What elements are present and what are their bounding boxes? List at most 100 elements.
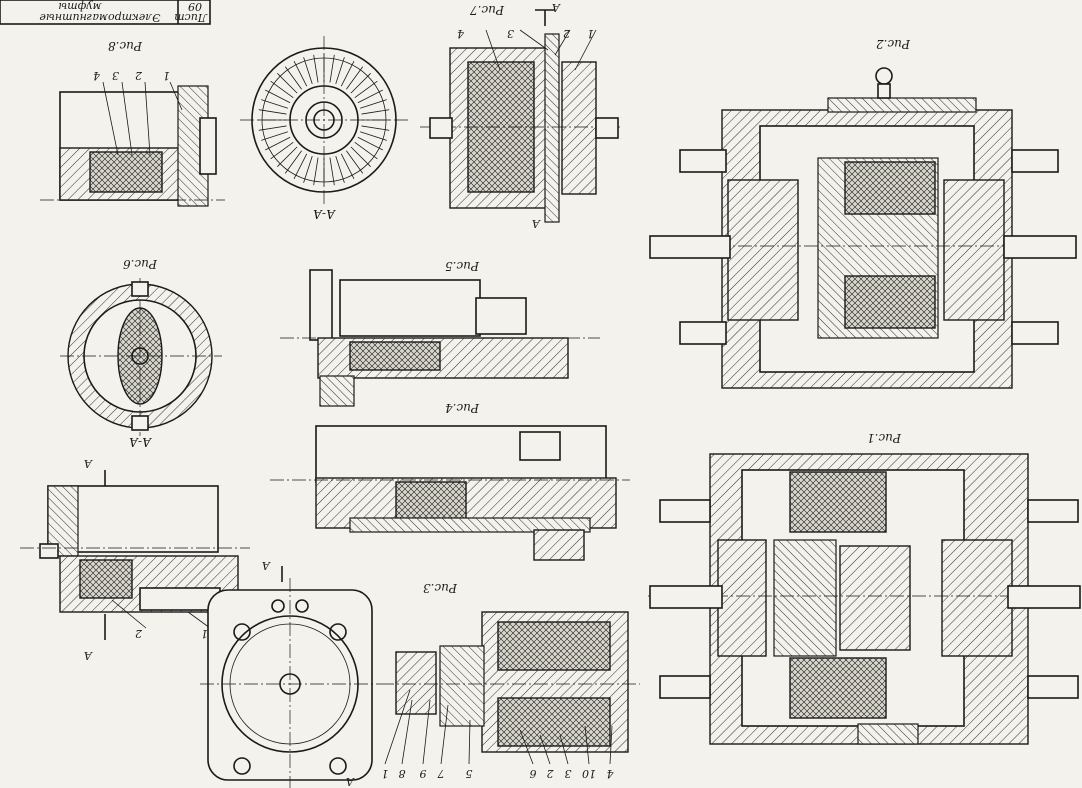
figure-3-caption: Рис.3 [423, 581, 458, 595]
title-line-2: муфты [58, 0, 102, 13]
sheet-label: Лист [174, 11, 208, 24]
disc-slot [303, 156, 313, 183]
figure-7-caption: Рис.7 [470, 3, 505, 17]
fig7-callout-4: 4 [457, 27, 465, 40]
fig6-section-label: А-А [129, 435, 152, 449]
disc-slot [340, 61, 355, 87]
disc-slot [284, 150, 302, 174]
figure-5-caption: Рис.5 [445, 259, 480, 273]
disc-slot [329, 157, 335, 186]
disc-slot [270, 142, 294, 160]
fig3-leader-line [422, 699, 431, 765]
disc-slot [357, 136, 383, 151]
disc-slot [265, 89, 291, 104]
disc-slot [258, 125, 287, 131]
figure-1: Рис.1 [648, 431, 1081, 745]
fig3-callout-number: 2 [547, 767, 555, 780]
figure-7-callouts: 1 2 3 4 [457, 27, 597, 71]
figure-7: Рис.7 1 2 3 4 А А [420, 1, 620, 230]
disc-slot [354, 80, 378, 98]
fig3-leader-line [468, 719, 471, 765]
disc-slot [284, 66, 302, 90]
fig3-leader-line [401, 699, 413, 765]
figure-8: Рис.8 1 2 3 4 [40, 39, 225, 207]
fig8-callout-4: 4 [93, 69, 101, 82]
disc-slot [270, 80, 294, 98]
fig8-callout-1: 1 [163, 69, 170, 82]
figure-4: Рис.4 [270, 401, 630, 561]
fig8-callout-3: 3 [112, 69, 119, 82]
figure-1-caption: Рис.1 [867, 431, 902, 445]
fig3-leader-line [440, 704, 449, 765]
fig3-callout-number: 1 [382, 767, 389, 780]
disc-slot [357, 89, 383, 104]
fig7-cut-bottom: А [532, 217, 541, 230]
fig3-cut-bottom: А [346, 775, 355, 788]
disc-slot [361, 109, 390, 115]
title-line-1: Электромагнитные [39, 11, 161, 24]
disc-slot [354, 142, 378, 160]
fig3-callout-number: 6 [530, 767, 537, 780]
disc-slot [335, 57, 345, 84]
fig6-callout-2: 2 [135, 627, 143, 640]
figure-2: Рис.2 [649, 37, 1077, 389]
disc-slot [303, 57, 313, 84]
disc-slot [261, 131, 288, 141]
figure-3-front-view: А А [200, 559, 380, 788]
fig6-cut-top: А [84, 457, 93, 470]
fig3-leader-line [539, 734, 551, 765]
disc-slot [277, 73, 298, 94]
title-block: Лист 09 Электромагнитные муфты [0, 0, 211, 25]
fig3-callout-number: 7 [438, 767, 445, 780]
disc-slot [293, 61, 308, 87]
fig3-callout-number: 5 [466, 767, 473, 780]
fig3-callout-number: 8 [399, 767, 406, 780]
fig8-callout-2: 2 [135, 69, 143, 82]
disc-slot [329, 54, 335, 83]
fig7-callout-3: 3 [507, 27, 514, 40]
fig3-cut-top: А [262, 559, 271, 572]
figure-4-caption: Рис.4 [445, 401, 480, 415]
disc-slot [361, 125, 390, 131]
figure-5: Рис.5 [280, 259, 600, 407]
disc-slot [277, 146, 298, 167]
sheet-number: 09 [188, 0, 202, 13]
figure-7-section-view: А-А [240, 36, 410, 221]
disc-slot [360, 99, 387, 109]
fig6-cut-bottom: А [84, 649, 93, 662]
disc-slot [340, 153, 355, 179]
fig3-callout-number: 9 [420, 767, 427, 780]
disc-slot [265, 136, 291, 151]
figure-8-caption: Рис.8 [108, 39, 143, 53]
fig3-callout-number: 4 [607, 767, 615, 780]
fig3-leader-line [519, 729, 534, 765]
disc-slot [313, 157, 319, 186]
disc-slot [350, 146, 371, 167]
disc-slot [346, 66, 364, 90]
fig3-leader-line [584, 725, 590, 765]
disc-slots [258, 54, 390, 186]
disc-slot [313, 54, 319, 83]
fig3-callout-number: 10 [582, 767, 596, 780]
disc-slot [293, 153, 308, 179]
disc-slot [261, 99, 288, 109]
disc-slot [346, 150, 364, 174]
figure-8-callouts: 1 2 3 4 [93, 69, 183, 156]
figure-6-end-view: Рис.6 А-А [60, 257, 222, 449]
disc-slot [350, 73, 371, 94]
fig3-callout-number: 3 [565, 767, 572, 780]
fig7-callout-2: 2 [563, 27, 571, 40]
disc-slot [258, 109, 287, 115]
figure-2-caption: Рис.2 [876, 37, 911, 51]
disc-slot [360, 131, 387, 141]
fig6-callout-1: 1 [201, 627, 208, 640]
fig3-leader-line [609, 725, 613, 765]
figure-6-caption: Рис.6 [123, 257, 158, 271]
fig3-leader-line [559, 734, 569, 765]
fig7-cut-top: А [552, 1, 561, 14]
fig3-leader-line [384, 689, 411, 765]
disc-slot [335, 156, 345, 183]
fig7-section-label: А-А [313, 207, 336, 221]
